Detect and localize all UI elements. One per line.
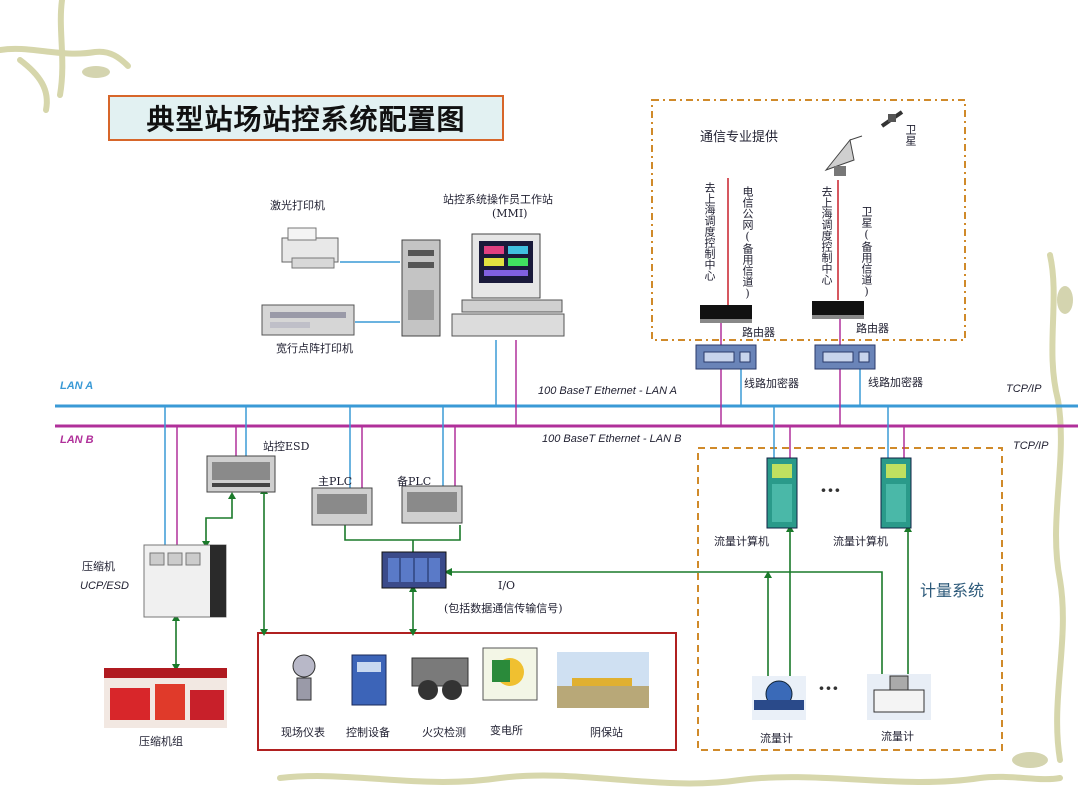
flow-meter-2-label: 流量计 xyxy=(881,730,914,743)
telecom-line-4: 卫星(备用信道) xyxy=(860,206,873,298)
router-2-icon xyxy=(812,301,864,319)
telecom-zone-box xyxy=(651,99,966,341)
esd-controller-icon xyxy=(206,455,276,493)
router-1-icon xyxy=(700,305,752,323)
main-plc-icon xyxy=(311,487,373,526)
compressor-unit-label: 压缩机组 xyxy=(139,735,183,748)
telecom-line-2: 电信公网(备用信道) xyxy=(741,186,754,300)
field-instrument-icon xyxy=(292,654,316,701)
satellite-label: 卫星 xyxy=(904,124,917,146)
lan-a-label: LAN A xyxy=(60,380,94,392)
field-item-fire: 火灾检测 xyxy=(422,726,466,739)
tcpip-b-label: TCP/IP xyxy=(1013,440,1049,452)
flow-computer-ellipsis: ··· xyxy=(820,478,841,502)
field-item-control: 控制设备 xyxy=(346,726,390,739)
wide-printer-label: 宽行点阵打印机 xyxy=(276,342,353,355)
cathodic-protection-station-image xyxy=(557,652,649,708)
field-devices-box xyxy=(257,632,677,751)
telecom-line-3: 去上海调度控制中心 xyxy=(820,186,833,285)
telecom-header: 通信专业提供 xyxy=(700,130,779,145)
metering-zone-box xyxy=(697,447,1003,751)
field-item-substation: 变电所 xyxy=(490,724,523,737)
laser-printer-icon xyxy=(281,227,339,269)
backup-plc-label: 备PLC xyxy=(397,475,432,488)
tcpip-a-label: TCP/IP xyxy=(1006,383,1042,395)
router-2-label: 路由器 xyxy=(856,322,889,335)
encryptor-1-icon xyxy=(695,344,757,370)
io-rack-icon xyxy=(381,551,447,589)
workstation-title: 站控系统操作员工作站 xyxy=(443,193,553,206)
io-description: (包括数据通信传输信号) xyxy=(444,602,563,615)
operator-monitor-icon xyxy=(451,233,565,337)
satellite-icon xyxy=(880,110,904,128)
compressor-unit-image xyxy=(104,668,227,728)
backup-plc-icon xyxy=(401,485,463,524)
control-equipment-icon xyxy=(351,654,387,706)
telecom-line-1: 去上海调度控制中心 xyxy=(703,182,716,281)
flow-meter-1-label: 流量计 xyxy=(760,732,793,745)
compressor-ucp-cabinet-icon xyxy=(143,544,227,618)
flow-meter-2-icon xyxy=(867,674,931,720)
io-label: I/O xyxy=(498,579,516,592)
field-item-instrument: 现场仪表 xyxy=(281,726,325,739)
dot-matrix-printer-icon xyxy=(261,304,355,336)
router-1-label: 路由器 xyxy=(742,326,775,339)
field-item-cathodic: 阴保站 xyxy=(590,726,623,739)
main-plc-label: 主PLC xyxy=(318,475,353,488)
flow-computer-1-label: 流量计算机 xyxy=(714,535,769,548)
lan-a-description: 100 BaseT Ethernet - LAN A xyxy=(538,385,677,397)
flow-meter-ellipsis: ··· xyxy=(818,676,839,700)
lan-b-description: 100 BaseT Ethernet - LAN B xyxy=(542,433,682,445)
flow-computer-2-icon xyxy=(880,457,912,529)
flow-computer-1-icon xyxy=(766,457,798,529)
flow-computer-2-label: 流量计算机 xyxy=(833,535,888,548)
substation-icon xyxy=(482,647,538,701)
diagram-title: 典型站场站控系统配置图 xyxy=(108,95,504,141)
workstation-mmi: (MMI) xyxy=(492,207,528,220)
satellite-dish-icon xyxy=(824,135,863,176)
server-tower-icon xyxy=(401,239,441,337)
encryptor-2-label: 线路加密器 xyxy=(868,376,923,389)
encryptor-2-icon xyxy=(814,344,876,370)
laser-printer-label: 激光打印机 xyxy=(270,199,325,212)
compressor-ucp-label: UCP/ESD xyxy=(80,580,129,592)
esd-label: 站控ESD xyxy=(263,440,310,453)
compressor-label: 压缩机 xyxy=(82,560,115,573)
encryptor-1-label: 线路加密器 xyxy=(744,377,799,390)
flow-meter-1-icon xyxy=(752,676,806,720)
fire-detection-icon xyxy=(411,657,469,700)
metering-title: 计量系统 xyxy=(920,581,985,600)
lan-b-label: LAN B xyxy=(60,434,94,446)
